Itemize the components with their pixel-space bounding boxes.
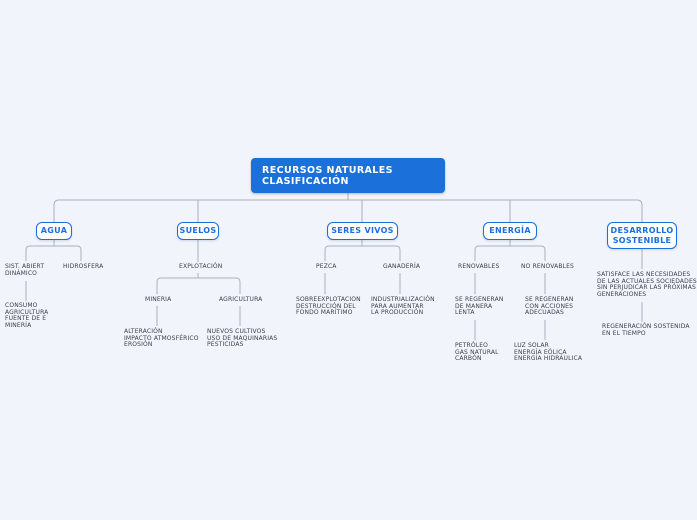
node-renovables[interactable]: RENOVABLES (458, 263, 500, 270)
node-pezca-efectos[interactable]: SOBREEXPLOTACION DESTRUCCIÓN DEL FONDO M… (296, 296, 361, 317)
node-no-renovables[interactable]: NO RENOVABLES (521, 263, 575, 270)
node-recursos-naturales-label: RECURSOS NATURALES CLASIFICACIÓN (262, 164, 393, 187)
node-desarrollo-regeneracion[interactable]: REGENERACIÓN SOSTENIDA EN EL TIEMPO (602, 323, 690, 337)
node-mineria[interactable]: MINERIA (145, 296, 172, 303)
node-energia[interactable]: ENERGÍA (483, 222, 537, 240)
node-mineria-efectos[interactable]: ALTERACIÓN IMPACTO ATMOSFÉRICO EROSIÓN (124, 328, 199, 349)
node-suelos-label: SUELOS (179, 226, 217, 236)
node-recursos-naturales[interactable]: RECURSOS NATURALES CLASIFICACIÓN (251, 158, 445, 193)
node-no-renovables-ejemplos[interactable]: LUZ SOLAR ENERGÍA EÓLICA ENERGÍA HIDRÁUL… (514, 342, 583, 363)
node-pezca[interactable]: PEZCA (316, 263, 337, 270)
node-renovables-descripcion[interactable]: SE REGENERAN DE MANERA LENTA (455, 296, 504, 317)
node-seres-vivos-label: SERES VIVOS (331, 226, 394, 236)
node-ganaderia-efectos[interactable]: INDUSTRIALIZACIÓN PARA AUMENTAR LA PRODU… (371, 296, 435, 317)
node-no-renovables-descripcion[interactable]: SE REGENERAN CON ACCIONES ADECUADAS (525, 296, 574, 317)
node-agua[interactable]: AGUA (36, 222, 72, 240)
node-desarrollo-sostenible[interactable]: DESARROLLO SOSTENIBLE (607, 222, 677, 249)
node-agricultura[interactable]: AGRICULTURA (219, 296, 263, 303)
node-ganaderia[interactable]: GANADERÍA (383, 263, 421, 270)
node-seres-vivos[interactable]: SERES VIVOS (327, 222, 398, 240)
node-desarrollo-definicion[interactable]: SATISFACE LAS NECESIDADES DE LAS ACTUALE… (597, 271, 697, 299)
node-energia-label: ENERGÍA (489, 226, 531, 236)
node-explotacion[interactable]: EXPLOTACIÓN (179, 263, 223, 270)
node-agua-usos[interactable]: CONSUMO AGRICULTURA FUENTE DE E MINERÍA (5, 302, 49, 330)
node-suelos[interactable]: SUELOS (177, 222, 219, 240)
node-renovables-ejemplos[interactable]: PETRÓLEO GAS NATURAL CARBÓN (455, 342, 499, 363)
node-agricultura-efectos[interactable]: NUEVOS CULTIVOS USO DE MAQUINARIAS PESTI… (207, 328, 278, 349)
node-hidrosfera[interactable]: HIDROSFERA (63, 263, 104, 270)
node-desarrollo-sostenible-label: DESARROLLO SOSTENIBLE (610, 226, 674, 245)
node-sistema-abierto[interactable]: SIST. ABIERT DINÁMICO (5, 263, 45, 277)
node-agua-label: AGUA (40, 226, 68, 236)
